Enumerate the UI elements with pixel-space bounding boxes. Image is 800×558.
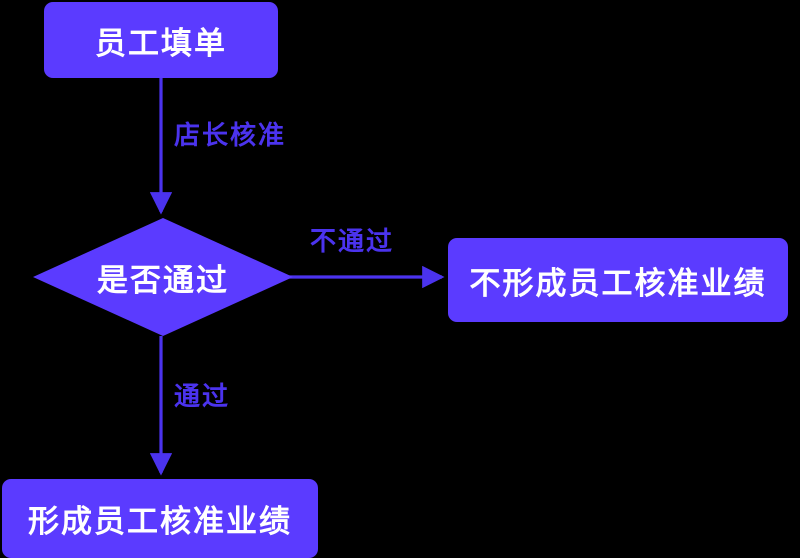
node-decision-label: 是否通过 xyxy=(97,262,229,298)
node-approve[interactable]: 形成员工核准业绩 xyxy=(2,479,318,558)
node-start[interactable]: 员工填单 xyxy=(44,2,278,78)
edge-label-not-pass: 不通过 xyxy=(310,226,395,256)
node-reject-label: 不形成员工核准业绩 xyxy=(469,265,767,301)
edge-label-store-manager-approval: 店长核准 xyxy=(174,120,287,150)
decision-diamond-shape xyxy=(33,218,293,336)
edge-label-pass: 通过 xyxy=(174,381,231,411)
node-start-label: 员工填单 xyxy=(95,25,227,61)
node-approve-label: 形成员工核准业绩 xyxy=(28,504,292,539)
node-reject[interactable]: 不形成员工核准业绩 xyxy=(448,238,788,322)
node-decision[interactable]: 是否通过 xyxy=(33,218,293,336)
